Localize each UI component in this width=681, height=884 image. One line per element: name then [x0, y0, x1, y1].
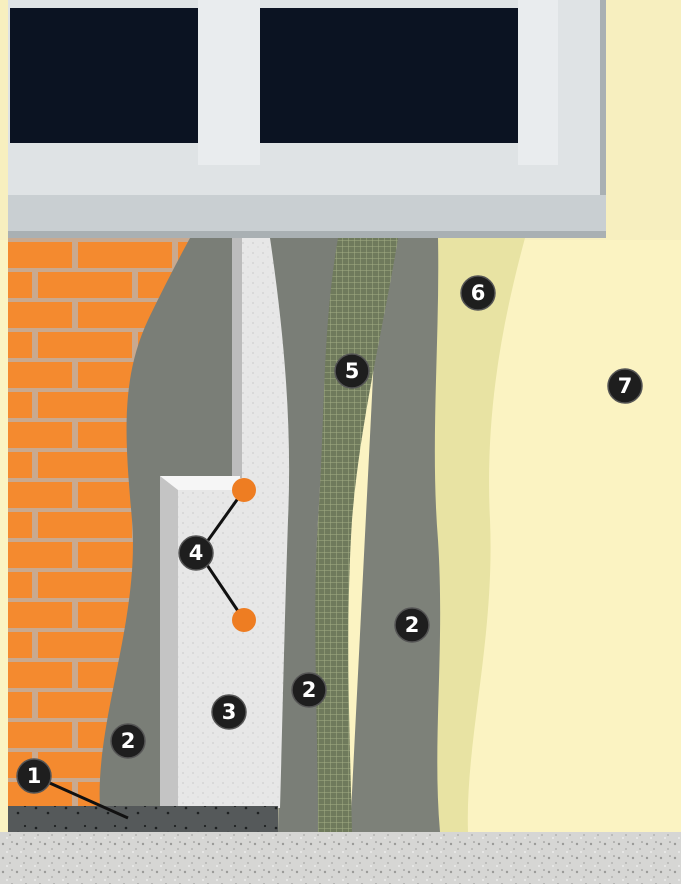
marker-m6: 6	[461, 276, 495, 310]
marker-m5: 5	[335, 354, 369, 388]
marker-label: 2	[405, 613, 420, 637]
marker-m2b: 2	[292, 673, 326, 707]
window	[8, 0, 606, 238]
marker-m3: 3	[212, 695, 246, 729]
window-sill	[8, 195, 606, 231]
marker-m7: 7	[608, 369, 642, 403]
insulation-edge	[232, 238, 242, 478]
marker-label: 4	[189, 541, 204, 565]
window-frame-right	[518, 0, 558, 165]
marker-m2c: 2	[395, 608, 429, 642]
window-mullion	[198, 0, 260, 165]
marker-label: 2	[121, 729, 136, 753]
insulation-board-side	[160, 476, 178, 808]
marker-m1: 1	[17, 759, 51, 793]
dowel-upper	[232, 478, 256, 502]
window-pane-left	[10, 8, 198, 143]
marker-label: 5	[345, 359, 360, 383]
marker-label: 2	[302, 678, 317, 702]
base-profile	[8, 806, 278, 832]
marker-label: 3	[222, 700, 237, 724]
dowel-lower	[232, 608, 256, 632]
marker-label: 6	[471, 281, 486, 305]
ground	[0, 832, 681, 884]
marker-m4: 4	[179, 536, 213, 570]
marker-m2a: 2	[111, 724, 145, 758]
marker-label: 7	[618, 374, 633, 398]
marker-label: 1	[27, 764, 42, 788]
window-pane-right	[260, 8, 518, 143]
